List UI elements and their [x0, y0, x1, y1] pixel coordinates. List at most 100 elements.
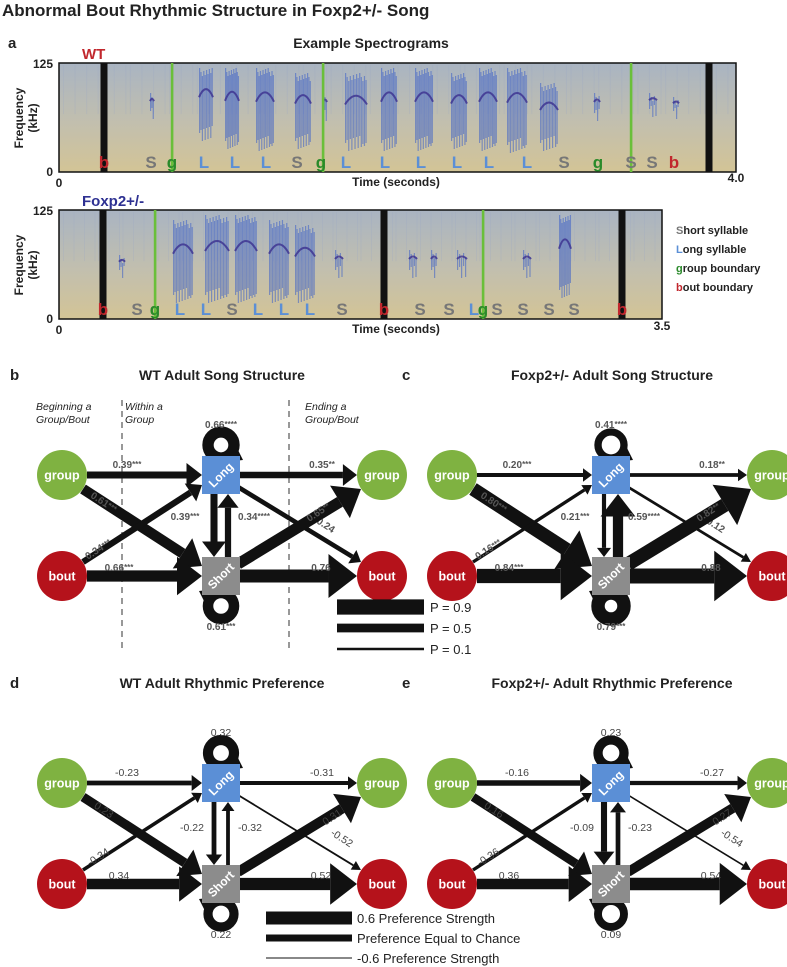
wt-label: WT	[82, 46, 105, 63]
syllable-energy	[233, 69, 235, 135]
syllable-energy	[415, 257, 417, 277]
figure-title: Abnormal Bout Rhythmic Structure in Foxp…	[2, 1, 429, 20]
syllable-energy	[269, 220, 271, 295]
panel-a-title: Example Spectrograms	[293, 35, 449, 51]
syllable-energy	[418, 71, 421, 139]
syllable-energy	[359, 73, 361, 136]
syllable-energy	[594, 93, 596, 113]
syllable-contour	[430, 255, 438, 260]
syllable-letter: S	[543, 300, 554, 319]
syllable-letter: S	[291, 153, 302, 172]
syllable-letter: g	[167, 153, 177, 172]
syllable-energy	[649, 93, 651, 109]
syllable-energy	[494, 71, 496, 146]
syllable-energy	[187, 224, 189, 299]
edge-long-long	[594, 428, 628, 462]
edge-short-group	[625, 803, 736, 877]
panel-c-foxp2-song-structure: Foxp2+/- Adult Song Structurec0.20***0.8…	[402, 367, 787, 633]
spectrogram-noise	[648, 65, 650, 115]
syllable-energy	[224, 222, 226, 295]
syllable-letter: L	[175, 300, 185, 319]
syllable-energy	[119, 255, 121, 270]
syllable-energy	[422, 74, 424, 149]
syllable-contour	[255, 91, 275, 103]
spectrogram-noise	[549, 212, 551, 262]
edge-label: -0.34	[85, 846, 112, 869]
syllable-energy	[431, 250, 433, 270]
node-bout-start-label: bout	[438, 878, 466, 892]
syllable-energy	[479, 68, 481, 143]
syllable-energy	[246, 220, 248, 300]
bout-boundary-bar	[380, 210, 388, 319]
edge-short-bout-head	[719, 862, 747, 906]
spectrogram-noise	[287, 212, 288, 262]
edge-long-long	[593, 735, 629, 771]
syllable-letter: S	[558, 153, 569, 172]
syllable-energy	[336, 254, 338, 267]
syllable-energy	[255, 221, 257, 294]
syllable-energy	[346, 77, 348, 140]
legend-label: 0.6 Preference Strength	[357, 911, 495, 926]
syllable-energy	[309, 229, 311, 299]
syllable-energy	[394, 72, 396, 147]
syllable-energy	[507, 68, 509, 145]
syllable-energy	[270, 76, 272, 144]
spectrogram-noise	[392, 212, 393, 262]
syllable-energy	[175, 228, 178, 303]
edge-short-short	[203, 896, 239, 932]
syllable-energy	[430, 71, 432, 146]
spectrogram-noise	[490, 212, 491, 262]
edge-label: 0.20***	[503, 460, 533, 471]
edge-short-short	[591, 586, 631, 626]
edge-long-group-head	[738, 468, 747, 482]
edge-label: -0.32	[238, 822, 262, 834]
spectrogram-noise	[621, 65, 623, 115]
spectrogram-noise	[326, 65, 328, 115]
node-group-end-label: group	[754, 469, 787, 483]
syllable-energy	[486, 74, 488, 149]
edge-group-long-head	[191, 775, 202, 791]
syllable-energy	[674, 101, 676, 108]
syllable-energy	[432, 254, 434, 267]
spectrogram-noise	[565, 65, 567, 115]
syllable-energy	[303, 231, 305, 301]
syllable-energy	[559, 215, 561, 290]
edge-long-long	[202, 426, 240, 464]
syllable-energy	[480, 72, 482, 140]
syllable-energy	[565, 217, 567, 285]
edge-label: 0.39***	[113, 460, 143, 471]
edge-long-bout-head	[348, 549, 361, 564]
syllable-energy	[295, 73, 297, 141]
edge-label: 0.21***	[561, 512, 591, 523]
syllable-letter: L	[305, 300, 315, 319]
syllable-energy	[276, 222, 278, 290]
spectrogram-noise	[416, 212, 418, 262]
edge-label: -0.31	[310, 767, 334, 779]
loop-label: 0.23	[601, 727, 622, 739]
syllable-energy	[234, 73, 236, 146]
edge-long-bout	[627, 794, 744, 866]
syllable-energy	[424, 69, 426, 137]
syllable-contour	[456, 255, 468, 260]
spectrogram-noise	[660, 65, 662, 115]
spectrogram-noise	[168, 212, 169, 262]
syllable-contour	[414, 91, 434, 103]
bout-boundary-bar	[99, 210, 107, 319]
edge-bout-short-head	[568, 865, 592, 903]
syllable-letter: L	[261, 153, 271, 172]
spectrogram-noise	[448, 65, 450, 115]
spectrogram-noise	[409, 65, 411, 115]
foxp2-xmin: 0	[56, 323, 63, 337]
node-group-end	[747, 450, 787, 500]
spectrogram-noise	[164, 65, 166, 115]
legend-label: Preference Equal to Chance	[357, 931, 520, 946]
syllable-energy	[150, 93, 152, 111]
syllable-energy	[416, 72, 418, 140]
syllable-energy	[279, 221, 281, 289]
syllable-energy	[390, 69, 392, 137]
group-boundary-line	[629, 63, 633, 172]
edge-short-group	[235, 497, 343, 569]
panel-letter: d	[10, 675, 19, 692]
syllable-energy	[650, 97, 652, 106]
syllable-energy	[270, 224, 272, 292]
